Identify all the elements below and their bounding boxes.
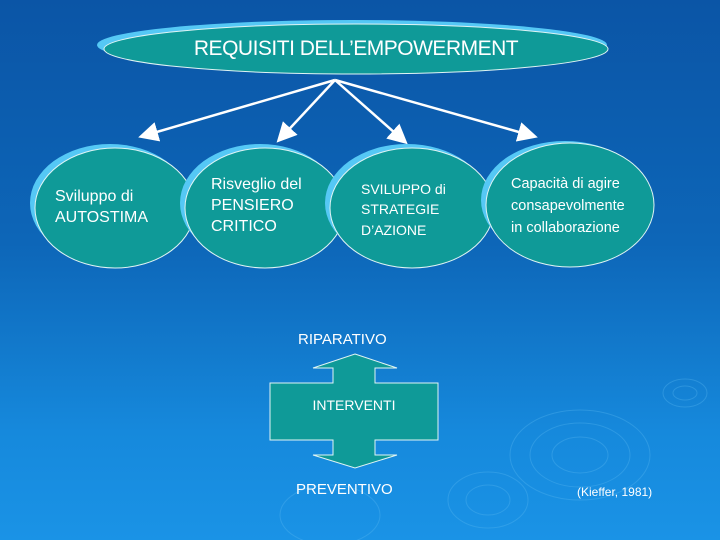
requirement-4: Capacità di agire consapevolmente in col… bbox=[511, 174, 625, 239]
requirement-2-line-1: Risveglio del bbox=[211, 176, 302, 193]
interventions-center-label: INTERVENTI bbox=[312, 397, 396, 413]
arrow-3 bbox=[334, 79, 408, 145]
interventions-bottom-label: PREVENTIVO bbox=[296, 481, 393, 498]
interventions-double-arrow bbox=[269, 353, 439, 469]
arrow-1 bbox=[138, 78, 336, 142]
requirement-4-line-2: consapevolmente bbox=[511, 197, 625, 214]
connector-arrows bbox=[138, 78, 538, 145]
requirement-1-line-2: AUTOSTIMA bbox=[55, 208, 149, 226]
requirement-3-line-2: STRATEGIE bbox=[361, 201, 440, 218]
requirement-2: Risveglio del PENSIERO CRITICO bbox=[211, 175, 302, 237]
requirement-3-line-3: D’AZIONE bbox=[361, 221, 427, 238]
requirement-1-line-1: Sviluppo di bbox=[55, 188, 134, 205]
requirement-1: Sviluppo di AUTOSTIMA bbox=[55, 187, 148, 229]
requirement-2-line-3: CRITICO bbox=[211, 217, 277, 235]
arrow-4 bbox=[334, 78, 538, 142]
ripple-decoration bbox=[279, 378, 708, 540]
title-ellipse bbox=[97, 20, 609, 75]
requirement-3: SVILUPPO di STRATEGIE D’AZIONE bbox=[361, 179, 446, 240]
interventions-top-label: RIPARATIVO bbox=[298, 331, 387, 348]
requirement-circles bbox=[30, 141, 655, 269]
requirement-3-line-1: SVILUPPO di bbox=[361, 181, 446, 197]
citation: (Kieffer, 1981) bbox=[577, 485, 653, 499]
title-label: REQUISITI DELL’EMPOWERMENT bbox=[193, 37, 519, 60]
arrow-2 bbox=[276, 79, 336, 143]
requirement-2-line-2: PENSIERO bbox=[211, 196, 294, 214]
requirement-4-line-3: in collaborazione bbox=[511, 219, 620, 236]
requirement-4-line-1: Capacità di agire bbox=[511, 176, 620, 192]
